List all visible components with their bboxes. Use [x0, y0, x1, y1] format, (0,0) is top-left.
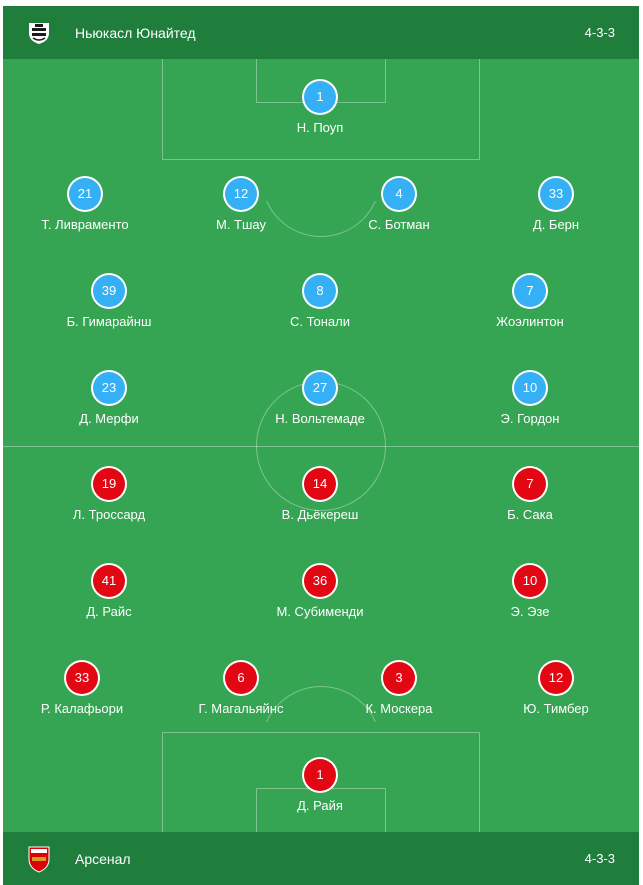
- player-away-11[interactable]: 1 Д. Райя: [240, 759, 400, 813]
- player-number: 6: [225, 662, 257, 694]
- bottom-penalty-area: [162, 732, 480, 832]
- player-name: Жоэлинтон: [496, 314, 564, 329]
- player-name: М. Субименди: [276, 604, 364, 619]
- pitch: 1 Н. Поуп 21 Т. Ливраменто 12 М. Тшау 4 …: [3, 59, 639, 832]
- player-number: 19: [93, 468, 125, 500]
- player-home-4[interactable]: 4 С. Ботман: [319, 178, 479, 232]
- player-away-2[interactable]: 14 В. Дьёкереш: [240, 468, 400, 522]
- player-number: 10: [514, 565, 546, 597]
- player-number: 36: [304, 565, 336, 597]
- player-name: К. Москера: [365, 701, 433, 716]
- player-number: 8: [304, 275, 336, 307]
- player-number: 1: [304, 759, 336, 791]
- player-number: 3: [383, 662, 415, 694]
- player-home-10[interactable]: 27 Н. Вольтемаде: [240, 372, 400, 426]
- player-home-1[interactable]: 1 Н. Поуп: [240, 81, 400, 135]
- player-home-5[interactable]: 33 Д. Берн: [476, 178, 636, 232]
- player-name: М. Тшау: [215, 217, 266, 232]
- player-name: Ю. Тимбер: [523, 701, 589, 716]
- newcastle-crest-icon: [26, 19, 52, 47]
- home-formation: 4-3-3: [584, 25, 615, 40]
- player-number: 21: [69, 178, 101, 210]
- player-name: Д. Райс: [86, 604, 132, 619]
- home-team-name[interactable]: Ньюкасл Юнайтед: [75, 24, 196, 41]
- player-home-8[interactable]: 7 Жоэлинтон: [450, 275, 610, 329]
- player-home-7[interactable]: 8 С. Тонали: [240, 275, 400, 329]
- player-number: 14: [304, 468, 336, 500]
- player-name: Р. Калафьори: [40, 701, 124, 716]
- player-number: 39: [93, 275, 125, 307]
- player-away-9[interactable]: 3 К. Москера: [319, 662, 479, 716]
- player-number: 12: [540, 662, 572, 694]
- player-number: 12: [225, 178, 257, 210]
- lineup-widget: Ньюкасл Юнайтед 4-3-3 1 Н. Поуп 21 Т. Ли…: [3, 6, 639, 885]
- player-away-1[interactable]: 19 Л. Троссард: [29, 468, 189, 522]
- player-away-3[interactable]: 7 Б. Сака: [450, 468, 610, 522]
- player-name: Б. Гимарайнш: [66, 314, 152, 329]
- player-name: Б. Сака: [507, 507, 553, 522]
- player-number: 10: [514, 372, 546, 404]
- player-name: С. Тонали: [289, 314, 351, 329]
- player-number: 41: [93, 565, 125, 597]
- player-number: 7: [514, 468, 546, 500]
- player-name: Д. Мерфи: [79, 411, 139, 426]
- player-name: Л. Троссард: [72, 507, 146, 522]
- player-number: 1: [304, 81, 336, 113]
- player-name: В. Дьёкереш: [281, 507, 359, 522]
- player-name: Э. Эзе: [510, 604, 550, 619]
- player-number: 7: [514, 275, 546, 307]
- player-home-6[interactable]: 39 Б. Гимарайнш: [29, 275, 189, 329]
- player-away-4[interactable]: 41 Д. Райс: [29, 565, 189, 619]
- player-name: Э. Гордон: [500, 411, 560, 426]
- away-team-header: Арсенал 4-3-3: [3, 832, 639, 885]
- player-home-11[interactable]: 10 Э. Гордон: [450, 372, 610, 426]
- player-number: 23: [93, 372, 125, 404]
- player-away-10[interactable]: 12 Ю. Тимбер: [476, 662, 636, 716]
- arsenal-crest-icon: [26, 845, 52, 873]
- player-name: Г. Магальяйнс: [198, 701, 284, 716]
- player-name: Т. Ливраменто: [41, 217, 129, 232]
- player-name: Н. Поуп: [296, 120, 344, 135]
- away-formation: 4-3-3: [584, 851, 615, 866]
- player-away-6[interactable]: 10 Э. Эзе: [450, 565, 610, 619]
- player-number: 33: [66, 662, 98, 694]
- top-penalty-area: [162, 59, 480, 160]
- player-name: Д. Райя: [297, 798, 343, 813]
- player-name: Д. Берн: [532, 217, 580, 232]
- player-home-3[interactable]: 12 М. Тшау: [161, 178, 321, 232]
- player-away-7[interactable]: 33 Р. Калафьори: [3, 662, 162, 716]
- player-name: С. Ботман: [368, 217, 430, 232]
- player-number: 4: [383, 178, 415, 210]
- player-number: 33: [540, 178, 572, 210]
- player-away-8[interactable]: 6 Г. Магальяйнс: [161, 662, 321, 716]
- player-away-5[interactable]: 36 М. Субименди: [240, 565, 400, 619]
- player-name: Н. Вольтемаде: [275, 411, 365, 426]
- away-team-name[interactable]: Арсенал: [75, 850, 131, 867]
- player-home-9[interactable]: 23 Д. Мерфи: [29, 372, 189, 426]
- player-number: 27: [304, 372, 336, 404]
- home-team-header: Ньюкасл Юнайтед 4-3-3: [3, 6, 639, 59]
- player-home-2[interactable]: 21 Т. Ливраменто: [5, 178, 165, 232]
